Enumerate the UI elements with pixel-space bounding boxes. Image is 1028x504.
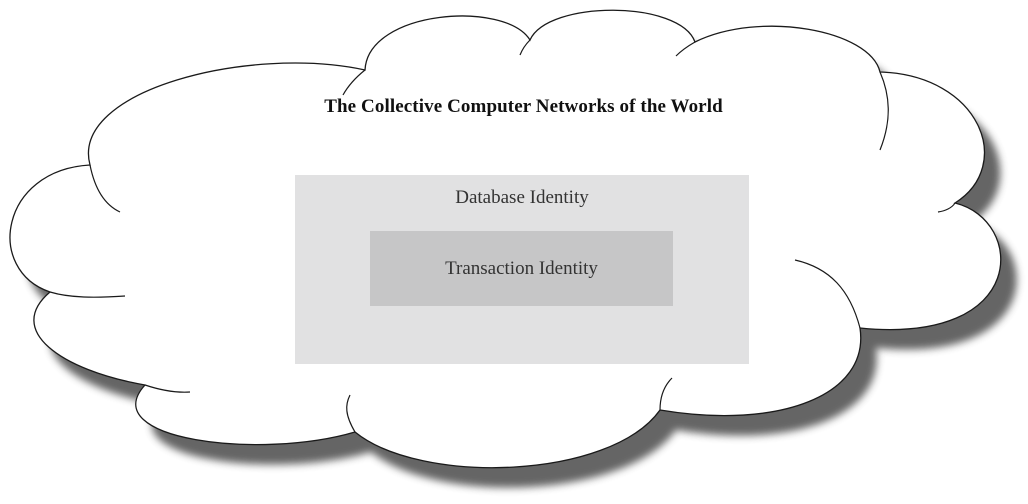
database-identity-label: Database Identity [455,187,589,208]
cloud-lobe-lines [49,39,956,433]
diagram-title: The Collective Computer Networks of the … [324,96,723,117]
transaction-identity-box: Transaction Identity [370,231,673,306]
transaction-identity-label: Transaction Identity [445,257,598,279]
database-identity-box: Database Identity Transaction Identity [295,175,749,364]
